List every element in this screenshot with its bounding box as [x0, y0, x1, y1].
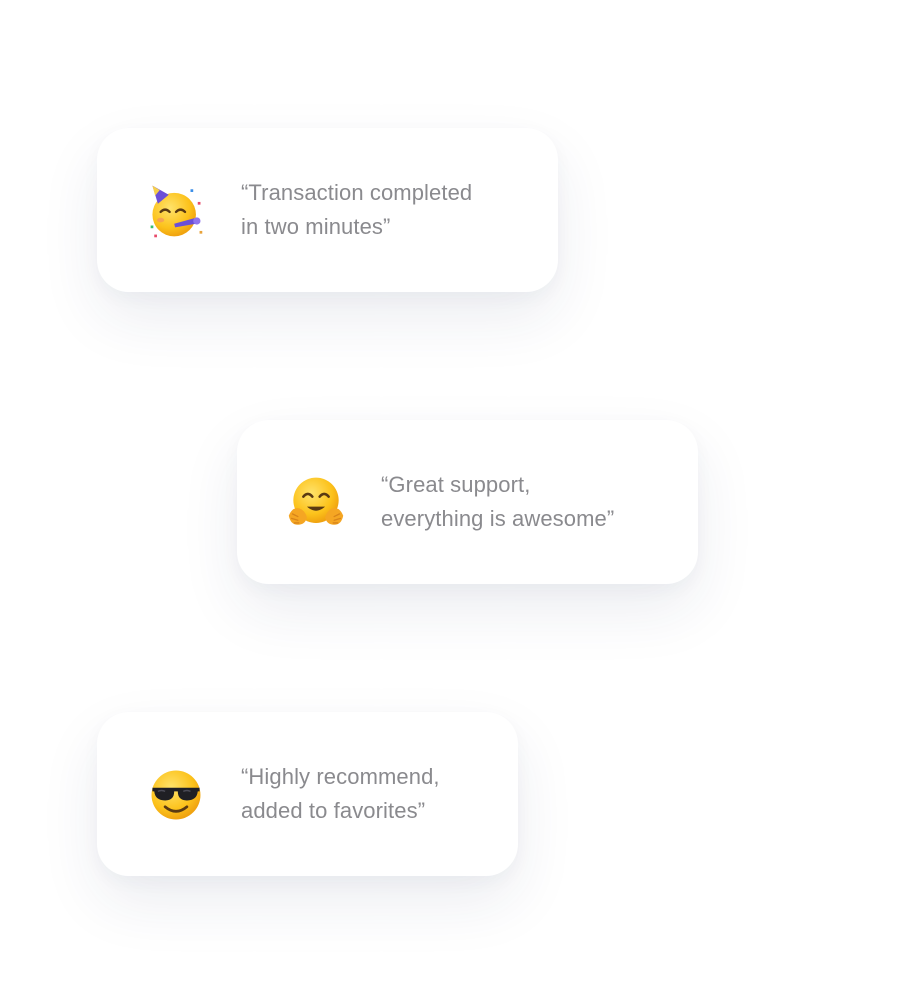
- testimonial-quote: “Transaction completed in two minutes”: [241, 176, 472, 244]
- testimonial-quote: “Highly recommend, added to favorites”: [241, 760, 440, 828]
- testimonial-card: “Highly recommend, added to favorites”: [97, 712, 518, 876]
- quote-line: in two minutes”: [241, 214, 391, 239]
- quote-line: “Great support,: [381, 472, 531, 497]
- smiling-face-with-sunglasses-icon: [147, 766, 205, 824]
- quote-line: “Highly recommend,: [241, 764, 440, 789]
- quote-line: added to favorites”: [241, 798, 426, 823]
- hugging-face-icon: [287, 474, 345, 532]
- quote-line: “Transaction completed: [241, 180, 473, 205]
- partying-face-icon: [147, 182, 205, 240]
- testimonial-card: “Great support, everything is awesome”: [237, 420, 698, 584]
- testimonial-quote: “Great support, everything is awesome”: [381, 468, 614, 536]
- testimonial-card: “Transaction completed in two minutes”: [97, 128, 558, 292]
- quote-line: everything is awesome”: [381, 506, 615, 531]
